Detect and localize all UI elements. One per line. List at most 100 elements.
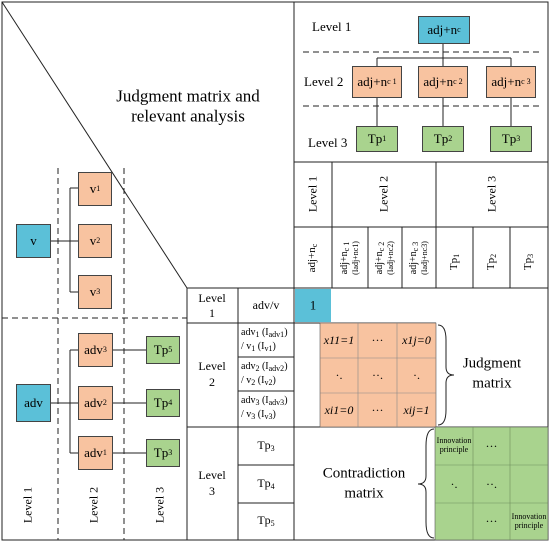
l2-row-adv-note-sub: adv2 [268, 364, 285, 373]
l2-row-v-note: (I [257, 341, 265, 353]
l2-row-adv-sub: 2 [255, 364, 260, 373]
l2-row-adv-sub: 3 [255, 398, 260, 407]
matrix-cell-x1j: x1j=0 [402, 333, 431, 347]
matrix-cell-r2-c1: ·. [335, 368, 343, 382]
level-2-label: Level 2 [304, 74, 344, 89]
col-header-adjnc-sub: c [310, 243, 320, 248]
col-header-adjnc3-label: adj+n [408, 251, 420, 275]
col-header-adjnc1-sub: c 1 [342, 241, 352, 252]
tp-node-label: Tp [153, 342, 169, 358]
l2-row-v: / v [241, 341, 252, 353]
row-level-1-line2: 1 [209, 306, 215, 320]
col-header-tp1-sub: 1 [452, 253, 462, 258]
matrix-cell-r3-dots: ··· [371, 402, 384, 417]
col-header-adjnc2-label: adj+n [374, 251, 386, 275]
leaf-node-label: Tp [501, 131, 517, 147]
l3-row-sub: 4 [270, 482, 275, 491]
row-level-2-line1: Level [198, 359, 226, 373]
col-header-adjnc2-note-sub: adj+nc2 [386, 243, 395, 270]
tp-node-label: Tp [153, 395, 169, 411]
tp-node-sub: 4 [168, 397, 173, 407]
judgment-matrix-label-line1: Judgment [462, 355, 522, 372]
root-node-sub: c [457, 24, 461, 34]
col-header-adjnc1-note-sub: adj+nc1 [351, 243, 360, 270]
l3-row-tp5: Tp5 [257, 514, 274, 528]
col-header-adjnc2-sub: c 2 [377, 241, 387, 252]
adv-child-label: adv [84, 342, 103, 358]
col-header-tp3-sub: 3 [526, 253, 536, 258]
l2-row-v-sub: 1 [251, 344, 256, 354]
l2-row-adv-sub: 1 [255, 330, 260, 339]
col-level-2-label: Level 2 [376, 175, 391, 213]
l3-row-tp3: Tp3 [257, 439, 274, 453]
col-header-adjnc1-note-end: ) [351, 241, 360, 244]
tp-node-sub: 5 [168, 344, 173, 354]
adv-child-sub: 2 [102, 397, 107, 407]
row-level-3-line1: Level [198, 468, 226, 482]
col-header-tp3-label: Tp [522, 257, 535, 271]
green-cell-center: ··. [486, 476, 497, 491]
mid-node-sub: c 2 [453, 76, 463, 86]
col-header-adjnc3-sub: c 3 [411, 241, 421, 252]
col-header-adjnc1: adj+nc 1 (Iadj+nc1) [339, 241, 361, 275]
leaf-node-sub: 2 [448, 133, 453, 143]
l2-row-2: adv2 (Iadv2) / v2 (Iv2) [241, 361, 288, 388]
l2-row-v-note: (I [257, 409, 265, 421]
l3-row-tp4: Tp4 [257, 477, 274, 491]
col-level-1-label: Level 1 [305, 175, 320, 213]
col-header-adjnc2-note-end: ) [386, 241, 395, 244]
col-header-tp2-label: Tp [485, 257, 498, 271]
judgment-matrix-label-line2: matrix [472, 375, 512, 392]
l2-row-adv-note-sub: adv3 [268, 398, 285, 407]
left-level-2-label: Level 2 [86, 486, 101, 524]
col-header-adjnc2: adj+nc 2 (Iadj+nc2) [374, 241, 396, 275]
mid-node-label: adj+n [357, 74, 388, 90]
col-header-tp3: Tp3 [522, 254, 536, 270]
l3-row-sub: 5 [270, 519, 275, 528]
col-header-adjnc-label: adj+n [306, 247, 319, 273]
col-header-adjnc1-note: (I [351, 269, 360, 275]
l2-row-adv-note: (I [261, 361, 269, 372]
l2-row-3: adv3 (Iadv3) / v3 (Iv3) [241, 395, 288, 422]
v-child-label: v [89, 181, 97, 197]
adv-root-node: adv [16, 384, 51, 422]
matrix-cell-xij: xij=1 [403, 402, 430, 417]
v-child-label: v [89, 284, 97, 300]
matrix-cell-x11: x11=1 [323, 333, 355, 347]
row-level-2-line2: 2 [209, 375, 215, 389]
col-level-3-label: Level 3 [484, 175, 499, 213]
mid-node-label: adj+n [491, 74, 522, 90]
matrix-cell-r1-dots: ··· [371, 333, 384, 347]
row-level-3-line2: 3 [209, 484, 215, 498]
col-header-adjnc3-note: (I [420, 269, 429, 275]
l2-row-adv-note: (I [261, 327, 269, 338]
l2-row-v-note: (I [257, 375, 265, 387]
adv-child-sub: 1 [102, 447, 107, 457]
l2-row-v: / v [241, 409, 252, 421]
v-child-sub: 1 [96, 183, 101, 193]
diagram-title-line1: Judgment matrix and [116, 86, 260, 106]
matrix-cell-xi1: xi1=0 [324, 402, 354, 417]
diagram-title-line2: relevant analysis [131, 106, 245, 126]
contradiction-matrix-label-line2: matrix [344, 485, 384, 502]
adv-child-sub: 3 [102, 344, 107, 354]
col-header-tp2-sub: 2 [489, 253, 499, 258]
green-cell-bottom-mid: ··· [485, 514, 498, 528]
row-advv-label: adv/v [252, 298, 280, 312]
green-cell-left: ·. [450, 476, 458, 491]
col-header-adjnc1-label: adj+n [339, 251, 351, 275]
contradiction-matrix-label-line1: Contradiction [322, 465, 406, 482]
col-header-adjnc3: adj+nc 3 (Iadj+nc3) [408, 241, 430, 275]
root-node-label: adj+n [427, 22, 458, 38]
